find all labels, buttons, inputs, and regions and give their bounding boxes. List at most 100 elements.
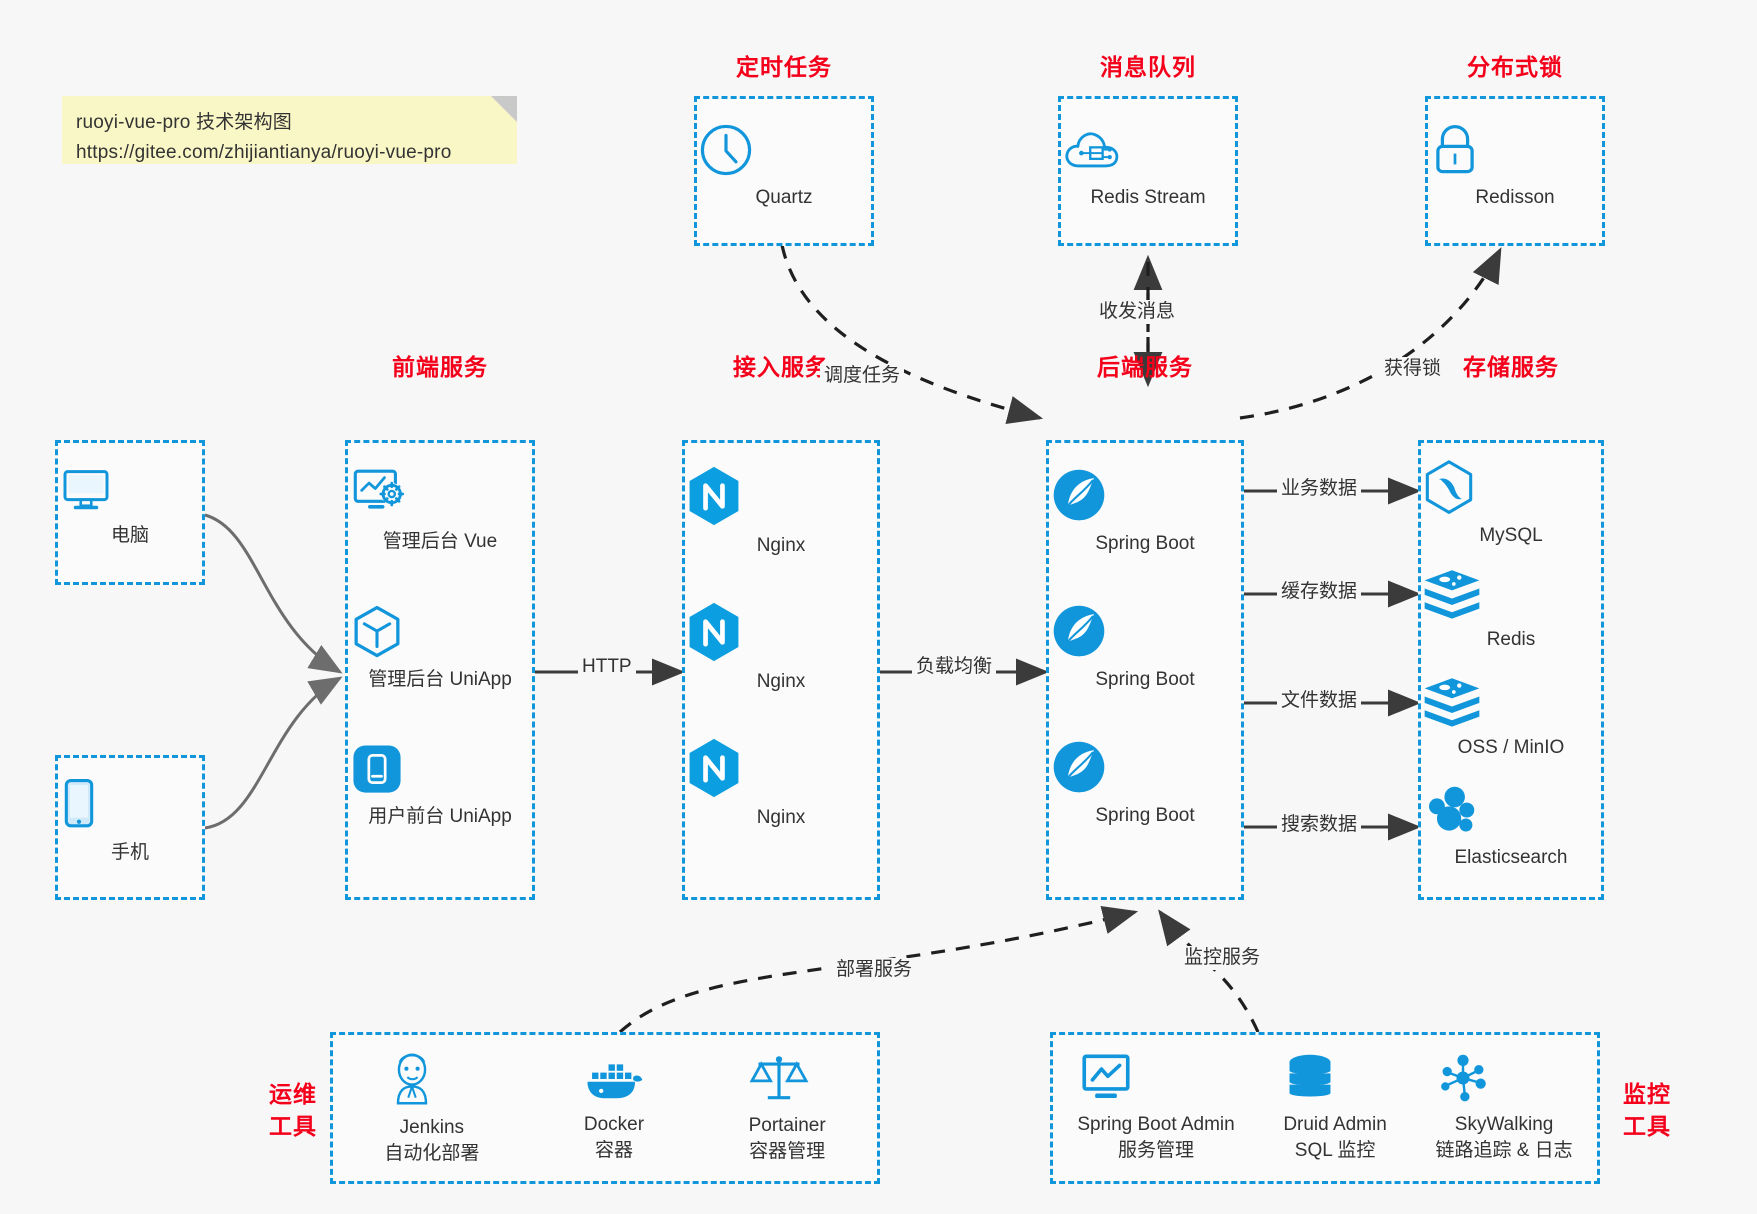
node-label: 手机 <box>110 842 149 863</box>
node-docker[interactable]: Docker 容器 <box>582 1052 646 1164</box>
node-label: Portainer <box>748 1115 826 1136</box>
group-title-frontend: 前端服务 <box>392 354 488 380</box>
node-label: SkyWalking <box>1454 1114 1554 1135</box>
docker-whale-icon <box>582 1052 646 1106</box>
connector-label-monitor-service: 监控服务 <box>1180 946 1265 970</box>
redis-stack-icon <box>1421 675 1601 729</box>
elasticsearch-icon <box>1421 783 1601 839</box>
connector-label-search-data: 搜索数据 <box>1277 813 1362 837</box>
group-title-devops-line2: 工具 <box>269 1113 317 1139</box>
padlock-icon <box>1428 121 1602 179</box>
spring-leaf-icon <box>1049 465 1241 525</box>
connector-label-send-receive-message: 收发消息 <box>1095 300 1180 324</box>
node-jenkins[interactable]: Jenkins 自动化部署 <box>384 1049 479 1167</box>
group-box-frontend: 管理后台 Vue 管理后台 UniApp 用户前台 UniApp <box>345 440 535 900</box>
node-sublabel: 自动化部署 <box>384 1143 480 1164</box>
node-label: 用户前台 UniApp <box>368 806 512 827</box>
mobile-phone-icon <box>58 776 202 834</box>
node-sublabel: 容器 <box>594 1140 633 1161</box>
node-spring-boot-2[interactable]: Spring Boot <box>1049 601 1241 693</box>
group-title-monitor: 监控 工具 <box>1612 1078 1682 1142</box>
node-label: Redis Stream <box>1090 187 1206 208</box>
group-box-scheduler: Quartz <box>694 96 874 246</box>
connector-label-load-balance: 负载均衡 <box>912 655 997 679</box>
note-fold-corner <box>491 96 517 122</box>
jenkins-butler-icon <box>384 1049 479 1109</box>
cloud-network-icon <box>1061 121 1235 179</box>
connector-label-http: HTTP <box>578 655 636 679</box>
app-square-icon <box>348 740 532 798</box>
dashboard-gear-icon <box>348 465 532 523</box>
node-redisson[interactable]: Redisson <box>1428 121 1602 211</box>
node-label: Elasticsearch <box>1454 847 1568 868</box>
node-graph-icon <box>1435 1052 1572 1106</box>
node-nginx-1[interactable]: Nginx <box>685 465 877 559</box>
cube-icon <box>348 603 532 661</box>
group-box-gateway: Nginx Nginx Nginx <box>682 440 880 900</box>
node-label: Spring Boot <box>1095 669 1195 690</box>
node-oss-minio[interactable]: OSS / MinIO <box>1421 675 1601 761</box>
node-label: Redis <box>1486 629 1536 650</box>
node-label: 管理后台 UniApp <box>368 669 512 690</box>
connector-label-schedule-task: 调度任务 <box>820 364 905 388</box>
node-admin-vue[interactable]: 管理后台 Vue <box>348 465 532 555</box>
client-box-desktop[interactable]: 电脑 <box>55 440 205 585</box>
nginx-icon <box>685 601 877 663</box>
node-portainer[interactable]: Portainer 容器管理 <box>749 1051 826 1165</box>
node-admin-uniapp[interactable]: 管理后台 UniApp <box>348 603 532 693</box>
node-user-uniapp[interactable]: 用户前台 UniApp <box>348 740 532 830</box>
connector-label-file-data: 文件数据 <box>1277 689 1362 713</box>
diagram-note: ruoyi-vue-pro 技术架构图 https://gitee.com/zh… <box>62 96 517 164</box>
group-box-backend: Spring Boot Spring Boot Spring Boot <box>1046 440 1244 900</box>
node-label: Nginx <box>756 807 806 828</box>
node-elasticsearch[interactable]: Elasticsearch <box>1421 783 1601 871</box>
group-box-storage: MySQL Redis <box>1418 440 1604 900</box>
node-spring-boot-admin[interactable]: Spring Boot Admin 服务管理 <box>1077 1052 1235 1164</box>
node-label: Nginx <box>756 671 806 692</box>
node-druid-admin[interactable]: Druid Admin SQL 监控 <box>1283 1052 1387 1164</box>
group-title-backend: 后端服务 <box>1097 354 1193 380</box>
node-spring-boot-3[interactable]: Spring Boot <box>1049 737 1241 829</box>
node-label: Docker <box>583 1114 645 1135</box>
group-title-storage: 存储服务 <box>1463 354 1559 380</box>
node-label: Spring Boot <box>1095 533 1195 554</box>
redis-stack-icon <box>1421 567 1601 621</box>
node-label: Quartz <box>755 187 813 208</box>
spring-leaf-icon <box>1049 601 1241 661</box>
group-title-gateway: 接入服务 <box>733 354 829 380</box>
group-title-devops-line1: 运维 <box>269 1081 317 1107</box>
note-line-1: ruoyi-vue-pro 技术架构图 <box>76 112 293 133</box>
group-title-monitor-line2: 工具 <box>1623 1113 1671 1139</box>
monitor-chart-icon <box>1077 1052 1234 1106</box>
group-title-mq: 消息队列 <box>1100 54 1196 80</box>
node-spring-boot-1[interactable]: Spring Boot <box>1049 465 1241 557</box>
node-skywalking[interactable]: SkyWalking 链路追踪 & 日志 <box>1435 1052 1573 1164</box>
group-box-devops: Jenkins 自动化部署 <box>330 1032 880 1184</box>
connector-label-deploy-service: 部署服务 <box>832 958 917 982</box>
node-nginx-3[interactable]: Nginx <box>685 737 877 831</box>
node-sublabel: 服务管理 <box>1117 1140 1194 1161</box>
node-sublabel: SQL 监控 <box>1294 1140 1376 1161</box>
node-label: OSS / MinIO <box>1457 737 1565 758</box>
group-title-monitor-line1: 监控 <box>1623 1081 1671 1107</box>
mysql-dolphin-icon <box>1421 459 1601 517</box>
group-title-devops: 运维 工具 <box>258 1078 328 1142</box>
client-box-mobile[interactable]: 手机 <box>55 755 205 900</box>
node-label: Redisson <box>1475 187 1555 208</box>
node-label: 管理后台 Vue <box>382 531 498 552</box>
node-label: Nginx <box>756 535 806 556</box>
node-quartz[interactable]: Quartz <box>697 121 871 211</box>
node-nginx-2[interactable]: Nginx <box>685 601 877 695</box>
node-sublabel: 容器管理 <box>749 1141 826 1162</box>
spring-leaf-icon <box>1049 737 1241 797</box>
nginx-icon <box>685 737 877 799</box>
clock-icon <box>697 121 871 179</box>
group-title-scheduler: 定时任务 <box>736 54 832 80</box>
node-label: Jenkins <box>399 1117 465 1138</box>
node-redis-stream[interactable]: Redis Stream <box>1061 121 1235 211</box>
desktop-monitor-icon <box>58 463 202 517</box>
connector-label-cache-data: 缓存数据 <box>1277 580 1362 604</box>
node-mysql[interactable]: MySQL <box>1421 459 1601 549</box>
node-redis[interactable]: Redis <box>1421 567 1601 653</box>
connector-label-business-data: 业务数据 <box>1277 477 1362 501</box>
